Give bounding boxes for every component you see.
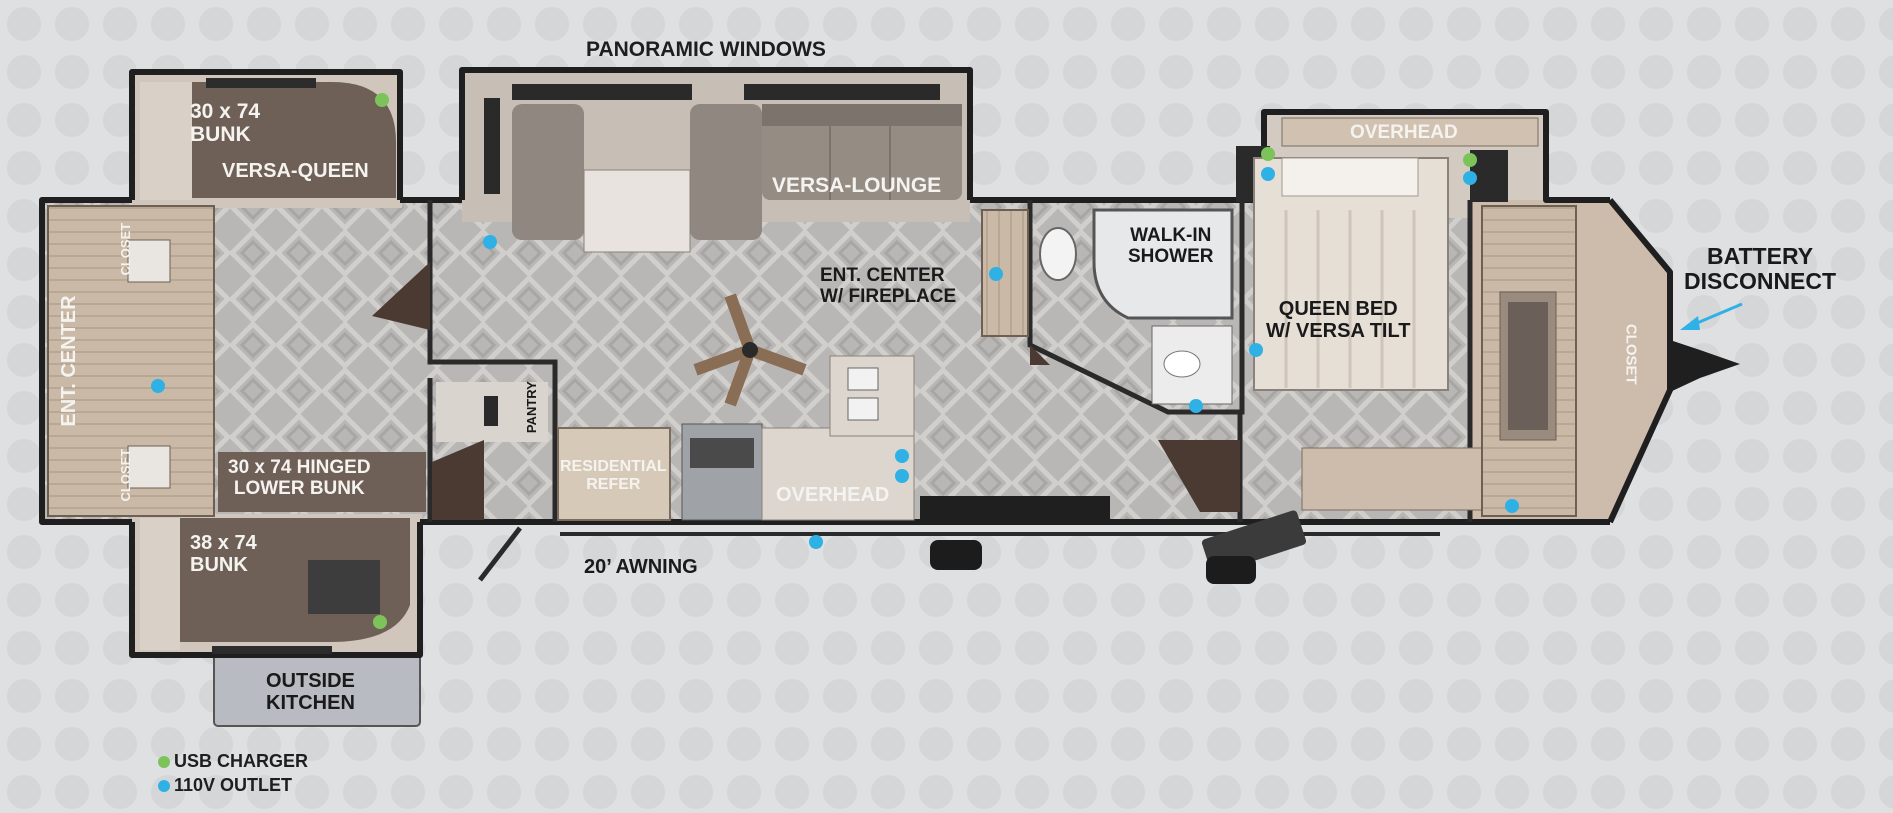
- label-overhead-kitchen: OVERHEAD: [776, 484, 890, 506]
- legend-outlet-label: 110V OUTLET: [174, 775, 293, 795]
- usb-charger-marker: [1261, 147, 1275, 161]
- label-ent-center-side: ENT. CENTER: [58, 295, 80, 427]
- bathroom-fixtures: [1039, 208, 1234, 405]
- label-versa-lounge: VERSA-LOUNGE: [772, 174, 942, 197]
- outlet-marker: [1505, 499, 1519, 513]
- label-walk-in-shower: WALK-IN SHOWER: [1128, 225, 1214, 267]
- label-panoramic-windows: PANORAMIC WINDOWS: [586, 38, 826, 61]
- label-versa-queen: VERSA-QUEEN: [222, 160, 369, 182]
- outlet-marker: [483, 235, 497, 249]
- rear-furniture: [47, 78, 430, 654]
- power-markers: [151, 93, 1519, 629]
- label-queen-bed: QUEEN BED W/ VERSA TILT: [1266, 298, 1411, 342]
- outlet-marker: [151, 379, 165, 393]
- label-closet-bottom: CLOSET: [117, 448, 133, 502]
- label-closet-top: CLOSET: [117, 222, 133, 276]
- kitchen-furniture: [432, 355, 1240, 521]
- legend-usb: USB CHARGER: [158, 751, 309, 772]
- legend-outlet: 110V OUTLET: [158, 775, 293, 796]
- outlet-marker: [989, 267, 1003, 281]
- outlet-dot-icon: [158, 779, 170, 792]
- outlet-marker: [1189, 399, 1203, 413]
- outlet-marker: [895, 469, 909, 483]
- outlet-marker: [809, 535, 823, 549]
- outlet-marker: [1249, 343, 1263, 357]
- label-hinged-bunk: 30 x 74 HINGED LOWER BUNK: [228, 457, 371, 499]
- lounge-furniture: [484, 84, 1050, 407]
- usb-charger-marker: [1463, 153, 1477, 167]
- usb-charger-marker: [375, 93, 389, 107]
- outlet-marker: [1261, 167, 1275, 181]
- label-ent-center-fireplace: ENT. CENTER W/ FIREPLACE: [820, 265, 957, 307]
- label-residential-refer: RESIDENTIAL REFER: [560, 458, 667, 493]
- label-battery-disconnect: BATTERY DISCONNECT: [1684, 243, 1837, 295]
- label-bunk-top: 30 x 74 BUNK: [190, 100, 261, 147]
- usb-charger-marker: [373, 615, 387, 629]
- legend-usb-label: USB CHARGER: [174, 751, 309, 771]
- outlet-marker: [1463, 171, 1477, 185]
- label-overhead-bedroom: OVERHEAD: [1350, 122, 1458, 143]
- label-pantry: PANTRY: [523, 381, 539, 434]
- label-bunk-bottom: 38 x 74 BUNK: [190, 532, 257, 576]
- exterior-details: [478, 302, 1743, 584]
- outlet-marker: [895, 449, 909, 463]
- usb-charger-dot-icon: [158, 755, 170, 768]
- label-awning: 20’ AWNING: [584, 556, 698, 578]
- label-closet-front: CLOSET: [1622, 323, 1640, 385]
- label-outside-kitchen: OUTSIDE KITCHEN: [266, 670, 355, 714]
- bedroom-furniture: [1236, 117, 1577, 517]
